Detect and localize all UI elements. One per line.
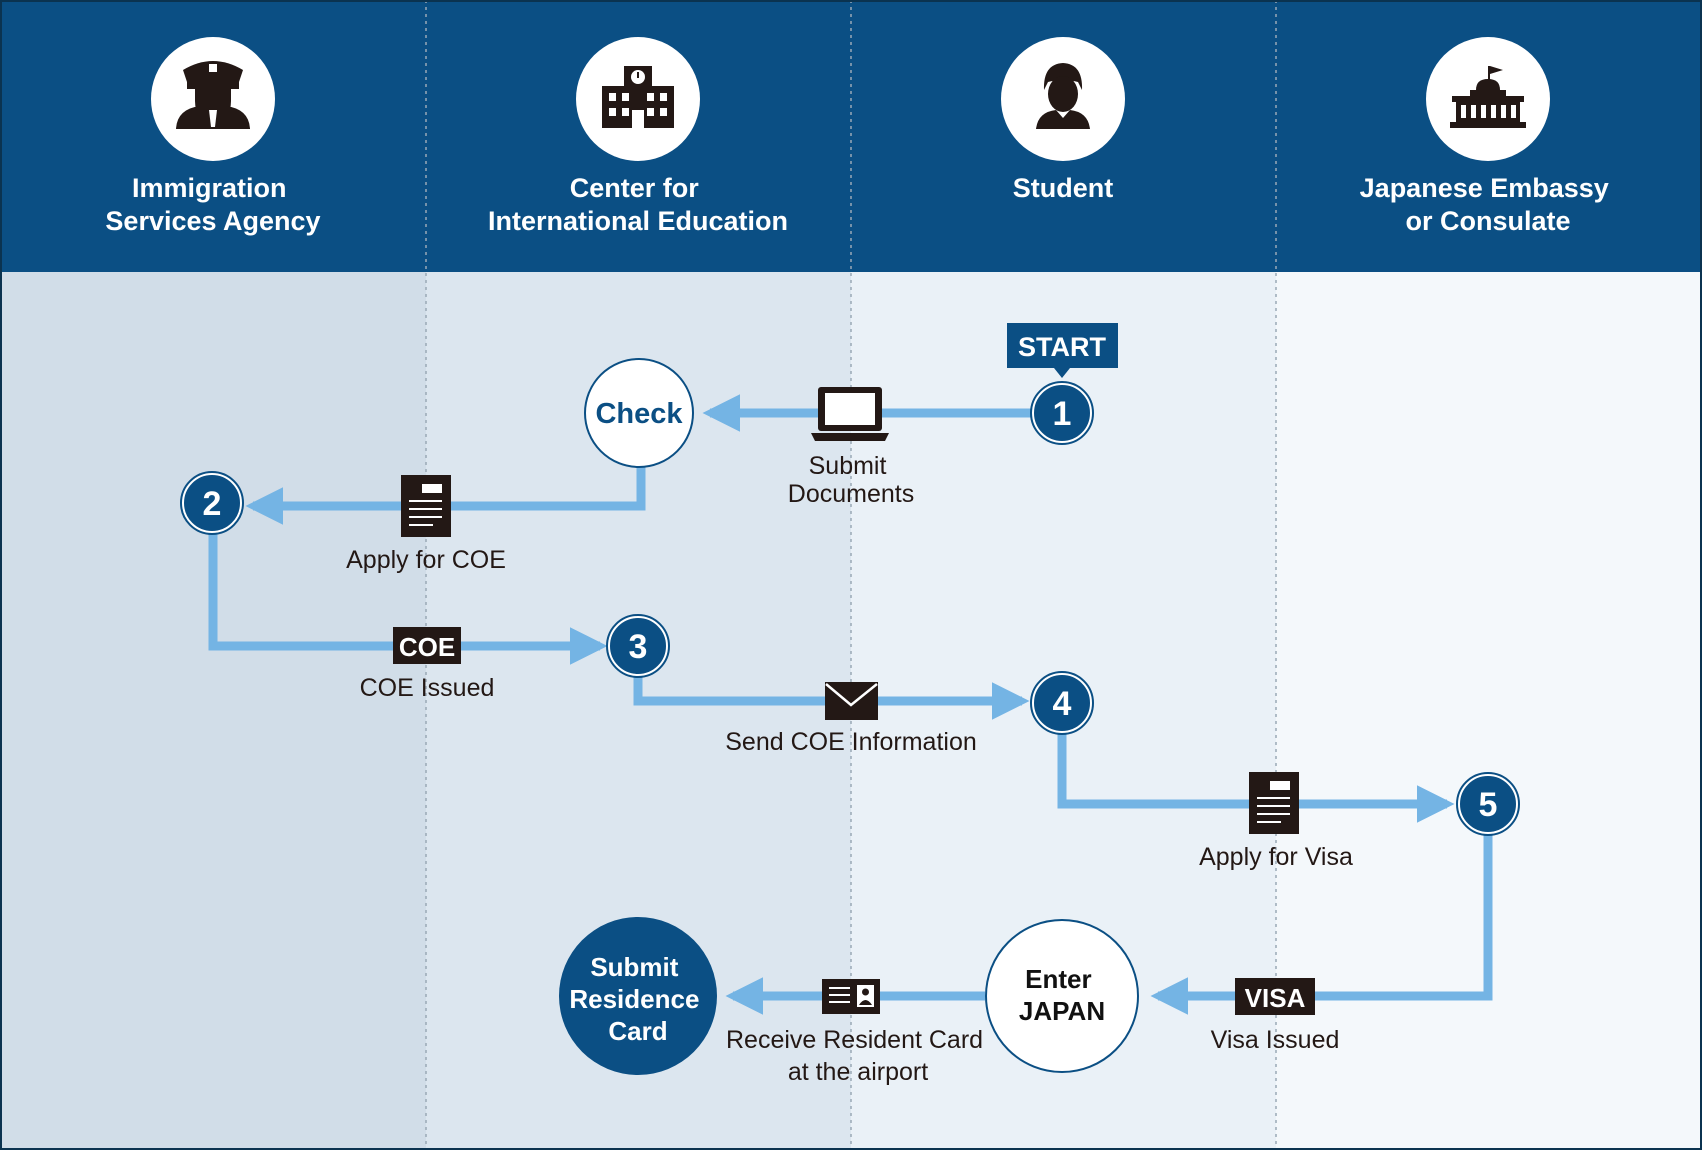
lane-title-student: Student <box>1013 173 1114 203</box>
label-visa-issued: Visa Issued <box>1211 1026 1340 1054</box>
step-2-badge: 2 <box>180 471 244 535</box>
laptop-icon <box>811 387 889 441</box>
document-icon-coe <box>401 475 451 537</box>
embassy-building-icon <box>1450 66 1526 128</box>
lane-header-center <box>576 37 700 161</box>
step-1-number: 1 <box>1053 395 1072 433</box>
id-card-icon <box>822 979 880 1014</box>
enter-japan-node: Enter JAPAN <box>985 919 1139 1073</box>
submit-residence-card-label: Submit Residence Card <box>569 952 706 1046</box>
start-tag-label: START <box>1018 332 1106 362</box>
step-5-badge: 5 <box>1456 772 1520 836</box>
coe-tag-label: COE <box>399 632 455 662</box>
start-tag: START <box>1007 323 1118 378</box>
enter-japan-label: Enter JAPAN <box>1019 964 1105 1026</box>
step-5-number: 5 <box>1479 786 1498 824</box>
step-1-badge: 1 <box>1030 381 1094 445</box>
label-send-coe-information: Send COE Information <box>725 728 977 756</box>
document-icon-visa <box>1249 772 1299 834</box>
student-person-icon <box>1036 63 1090 129</box>
label-receive-resident-card: Receive Resident Card at the airport <box>726 1026 990 1086</box>
connectors <box>208 394 1493 1015</box>
step-4-badge: 4 <box>1030 671 1094 735</box>
arrow-step2-to-step3 <box>208 531 608 665</box>
step-3-badge: 3 <box>606 614 670 678</box>
lane-header-immigration <box>151 37 275 161</box>
label-submit-documents: Submit Documents <box>788 452 914 508</box>
lane-header-embassy <box>1426 37 1550 161</box>
step-3-number: 3 <box>629 628 648 666</box>
check-label: Check <box>595 398 683 430</box>
lane-bg-embassy <box>1276 272 1702 1150</box>
school-building-icon <box>602 66 674 128</box>
envelope-icon <box>825 682 878 720</box>
arrow-step3-to-step4 <box>633 671 1030 720</box>
step-4-number: 4 <box>1053 685 1072 723</box>
check-node: Check <box>584 358 694 468</box>
step-2-number: 2 <box>203 485 222 523</box>
lane-header-student <box>1001 37 1125 161</box>
lane-bg-immigration <box>0 272 426 1150</box>
lane-title-center: Center for International Education <box>488 173 788 236</box>
label-apply-for-coe: Apply for COE <box>346 546 506 574</box>
lane-title-immigration: Immigration Services Agency <box>105 173 320 236</box>
visa-tag-label: VISA <box>1245 983 1306 1013</box>
label-apply-for-visa: Apply for Visa <box>1199 843 1353 871</box>
coe-tag: COE <box>393 627 461 664</box>
label-coe-issued: COE Issued <box>360 674 495 702</box>
lane-title-embassy: Japanese Embassy or Consulate <box>1360 173 1617 236</box>
submit-residence-card-node: Submit Residence Card <box>559 917 717 1075</box>
arrow-step4-to-step5 <box>1057 727 1455 823</box>
arrow-check-to-step2 <box>245 465 646 525</box>
police-officer-icon <box>176 61 250 129</box>
visa-tag: VISA <box>1235 978 1315 1015</box>
lane-separators <box>425 0 1277 1150</box>
